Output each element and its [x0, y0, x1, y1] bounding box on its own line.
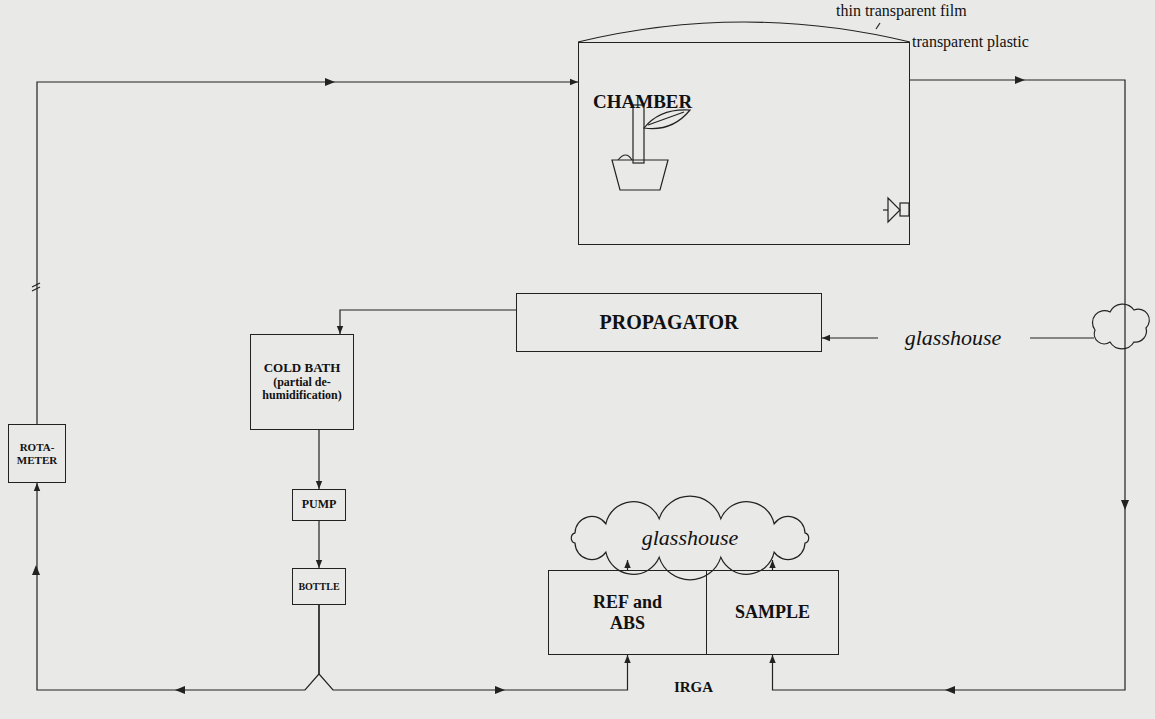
pot-soil	[618, 155, 632, 160]
flow-connector	[773, 80, 1126, 690]
node-title: SAMPLE	[735, 602, 810, 623]
process-box: REF and ABS	[548, 570, 707, 655]
leader-line	[876, 23, 880, 29]
chamber-box: CHAMBER	[578, 42, 910, 245]
cloud-outline	[571, 496, 808, 580]
fan-symbol	[883, 209, 888, 210]
fan-symbol	[888, 198, 900, 222]
process-box: ROTA- METER	[8, 424, 66, 483]
process-box: PROPAGATOR	[516, 293, 822, 352]
node-title: PUMP	[302, 498, 337, 512]
node-title: REF and ABS	[578, 592, 678, 633]
analyser-group: IRGA REF and ABS SAMPLE	[548, 570, 839, 698]
flow-connector	[318, 521, 319, 568]
flow-connector	[37, 483, 319, 690]
node-note: (partial de- humidification)	[255, 376, 349, 404]
node-title: PROPAGATOR	[600, 311, 739, 334]
process-box: COLD BATH(partial de- humidification)	[250, 334, 354, 430]
flow-arrow	[32, 565, 40, 575]
glasshouse-label: glasshouse	[878, 322, 1028, 354]
flow-connector	[319, 605, 628, 690]
plant-leaf	[644, 110, 690, 129]
glasshouse-cloud	[1092, 304, 1149, 349]
process-box: PUMP	[292, 489, 346, 521]
node-title: glasshouse	[905, 325, 1002, 350]
node-title: glasshouse	[642, 525, 739, 550]
node-title: COLD BATH	[264, 361, 341, 376]
annotation-label: thin transparent film	[836, 2, 967, 20]
flow-connector	[772, 560, 773, 570]
flow-connector	[340, 310, 516, 334]
process-box: BOTTLE	[292, 568, 346, 605]
process-box: SAMPLE	[706, 570, 839, 655]
glasshouse-cloud: glasshouse	[565, 512, 815, 564]
node-title: ROTA- METER	[12, 441, 62, 466]
plant-stem	[633, 105, 644, 163]
flow-connector	[37, 82, 578, 424]
line-break-mark	[32, 283, 40, 291]
flow-connector	[627, 560, 628, 570]
leaf-vein	[648, 112, 684, 125]
annotation-label: transparent plastic	[912, 33, 1029, 51]
node-title: BOTTLE	[298, 581, 339, 593]
chamber-dome	[578, 22, 910, 42]
fan-motor	[900, 203, 909, 216]
flow-connector	[318, 430, 319, 489]
air-inlet-line	[1030, 337, 1094, 338]
node-title: IRGA	[548, 679, 839, 696]
flow-connector	[822, 337, 878, 338]
node-title: CHAMBER	[593, 91, 692, 113]
plant-pot	[612, 160, 668, 190]
